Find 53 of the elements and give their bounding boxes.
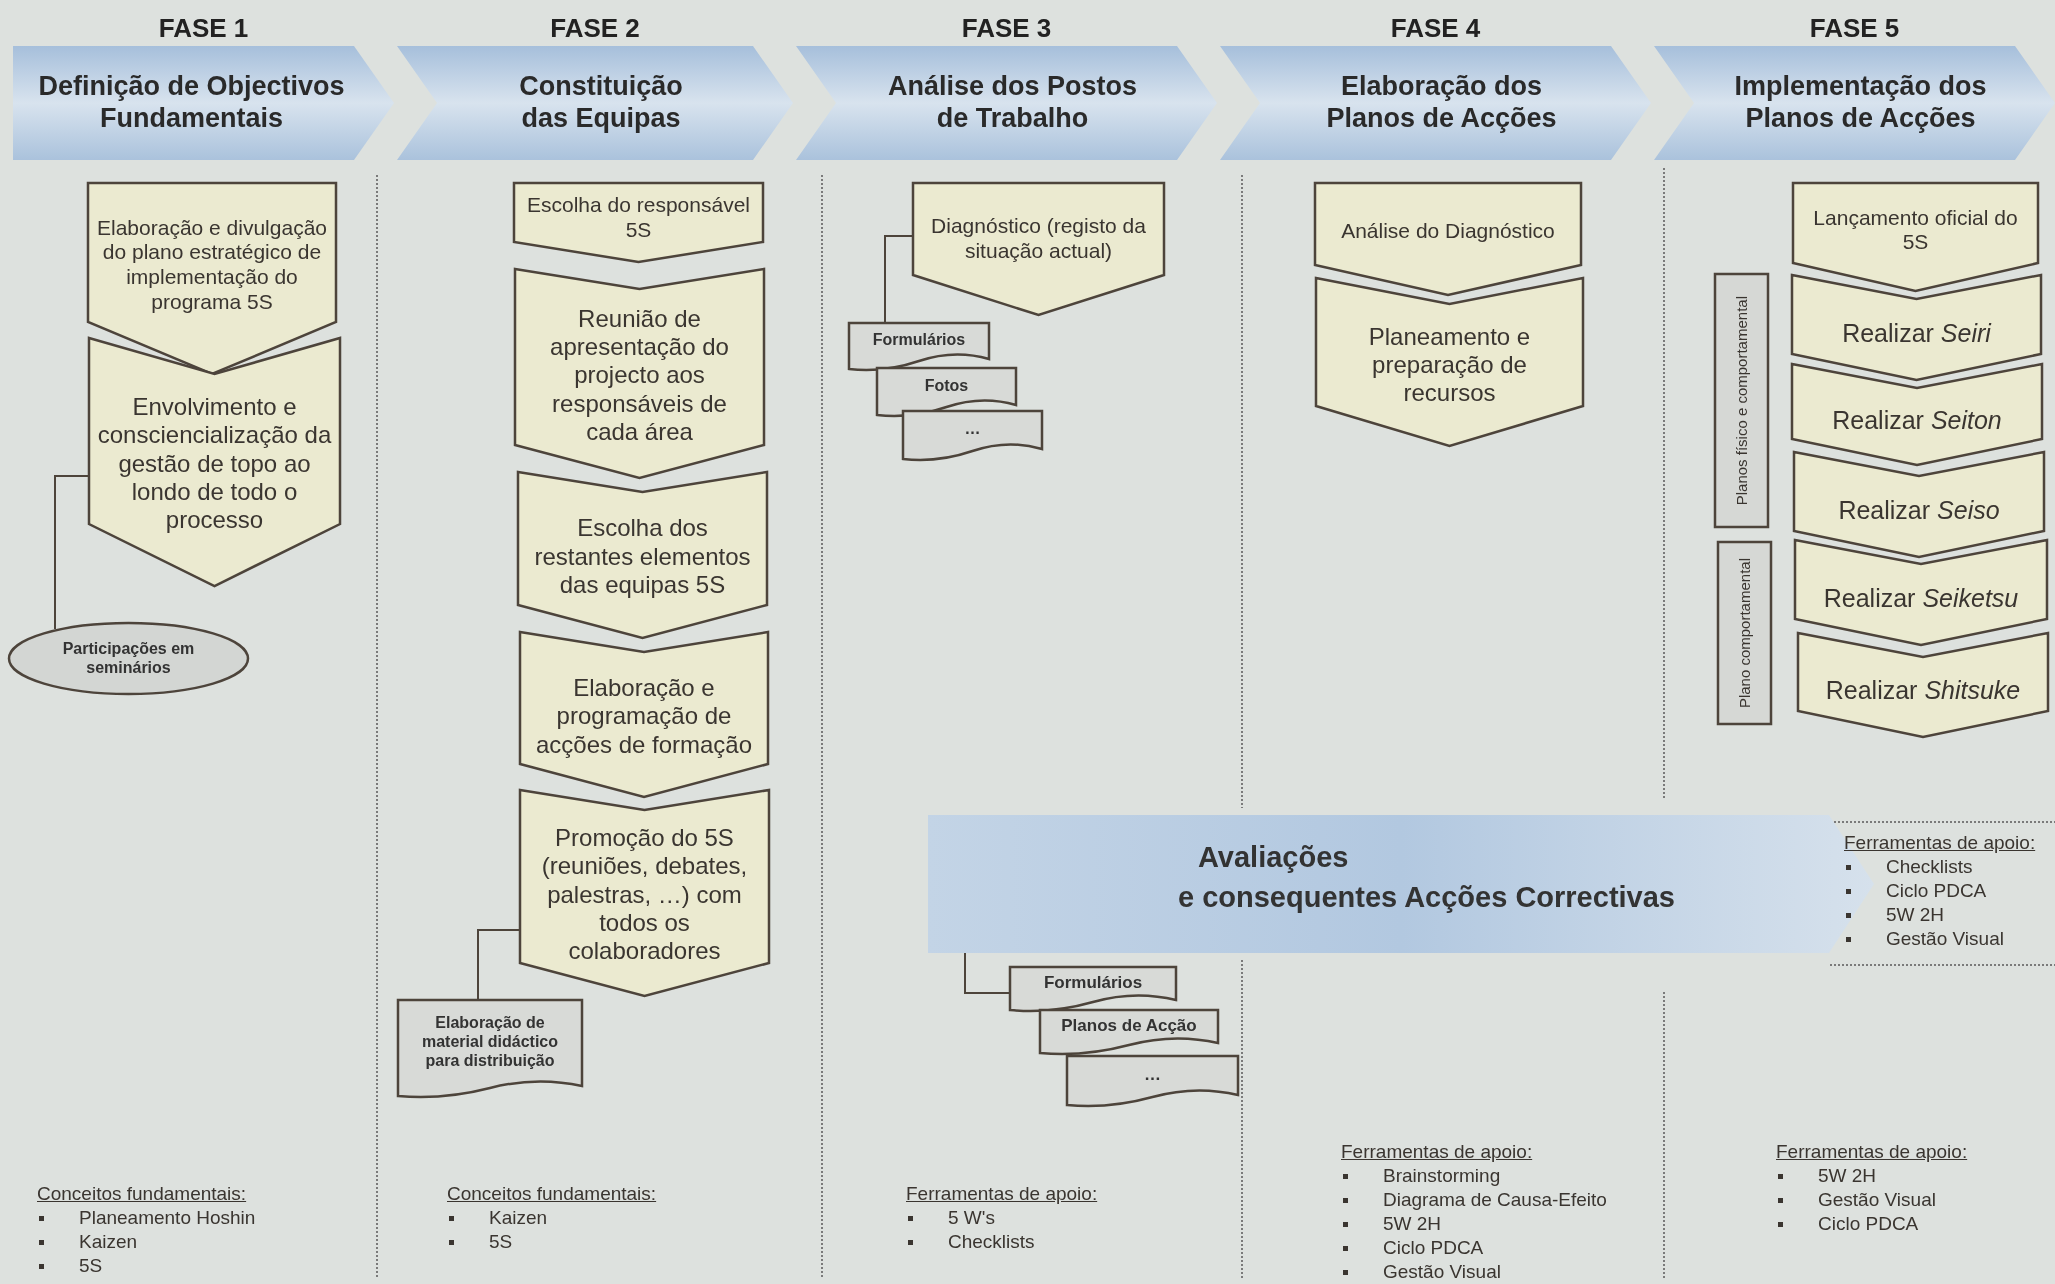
list-item: 5 W's [902,1207,995,1229]
document-shape: … [902,410,1043,461]
list-item: Checklists [1840,856,1973,878]
ellipse-node: Participações em seminários [8,622,249,695]
list-item: 5W 2H [1840,904,1945,926]
process-step-box: Escolha dos restantes elementos das equipas 5S [518,472,767,638]
process-step-box: Realizar Seiso [1794,452,2044,557]
leader-line [54,475,90,630]
list-item: Checklists [902,1231,1035,1253]
process-step-box: Realizar Seiton [1792,364,2042,465]
list-item: Kaizen [33,1231,138,1253]
list-item: 5S [443,1231,513,1253]
list-item: Diagrama de Causa-Efeito [1337,1189,1607,1211]
process-step-box: Escolha do responsável 5S [514,183,763,262]
list-item: Ciclo PDCA [1772,1213,1919,1235]
process-step-box: Realizar Seiketsu [1795,540,2047,645]
leader-line [884,235,914,323]
process-step-box: Planeamento e preparação de recursos [1316,278,1583,446]
document-shape: Planos de Acção [1039,1009,1219,1055]
list-item: Ciclo PDCA [1337,1237,1484,1259]
list-heading: Conceitos fundamentais: [447,1183,657,1205]
list-heading: Ferramentas de apoio: [906,1183,1098,1205]
plan-bracket-box: Plano comportamental [1717,541,1772,725]
process-step-box: Promoção do 5S (reuniões, debates, palestras, …) com todos os colaboradores [520,790,769,996]
list-item: Kaizen [443,1207,548,1229]
list-item: 5W 2H [1772,1165,1877,1187]
process-step-box: Lançamento oficial do 5S [1793,183,2038,291]
list-heading: Ferramentas de apoio: [1844,832,2036,854]
list-item: Planeamento Hoshin [33,1207,256,1229]
list-item: Ciclo PDCA [1840,880,1987,902]
list-item: 5W 2H [1337,1213,1442,1235]
process-step-box: Diagnóstico (registo da situação actual) [913,183,1164,315]
list-item: 5S [33,1255,103,1277]
process-step-box: Análise do Diagnóstico [1315,183,1581,295]
list-heading: Ferramentas de apoio: [1341,1141,1533,1163]
list-item: Gestão Visual [1772,1189,1936,1211]
process-step-box: Realizar Shitsuke [1798,633,2048,737]
process-step-box: Realizar Seiri [1792,275,2041,380]
leader-line [477,929,521,1000]
list-item: Brainstorming [1337,1165,1501,1187]
list-item: Gestão Visual [1840,928,2004,950]
document-shape: … [1066,1055,1239,1107]
leader-line [964,952,1010,994]
process-step-box: Elaboração e programação de acções de formação [520,632,768,797]
list-heading: Conceitos fundamentais: [37,1183,247,1205]
document-shape: Formulários [848,322,990,371]
document-shape: Formulários [1009,966,1177,1012]
plan-bracket-box: Planos físico e comportamental [1714,273,1769,528]
process-step-box: Reunião de apresentação do projecto aos responsáveis de cada área [515,269,764,478]
list-heading: Ferramentas de apoio: [1776,1141,1968,1163]
document-shape: Elaboração de material didáctico para distribuição [397,999,583,1098]
process-step-box: Envolvimento e consciencialização da gestão de topo ao londo de todo o processo [89,338,340,586]
list-item: Gestão Visual [1337,1261,1501,1283]
